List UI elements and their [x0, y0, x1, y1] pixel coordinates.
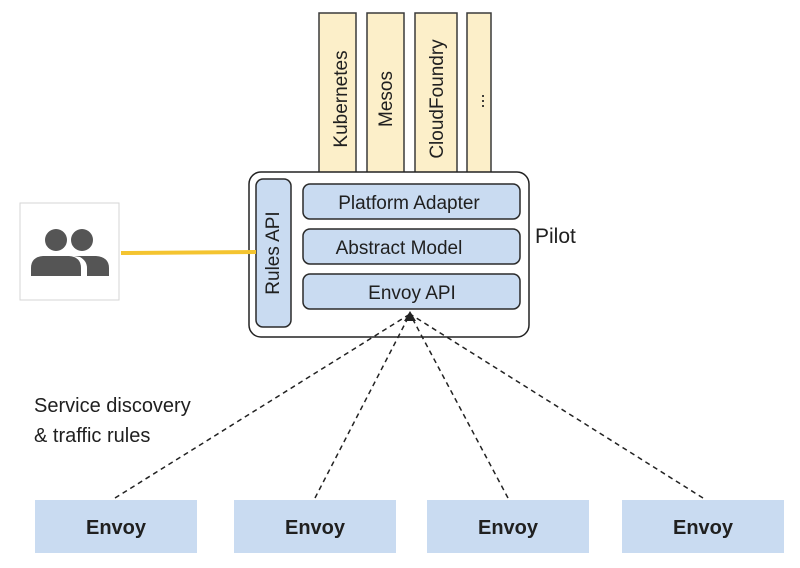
- connection-envoy-1: [114, 313, 411, 499]
- pilot-label: Pilot: [535, 225, 576, 248]
- envoy-box-1: [35, 500, 197, 553]
- arrowhead-icon: [404, 311, 416, 321]
- discovery-connections: [114, 313, 704, 499]
- rules-api-label: Rules API: [263, 211, 284, 294]
- platform-kubernetes-label: Kubernetes: [331, 50, 352, 147]
- platform-more: ...: [466, 12, 492, 186]
- envoy-box-4: [622, 500, 784, 553]
- annotation-line-1: Service discovery: [34, 395, 191, 417]
- platform-more-box: [466, 12, 492, 186]
- platform-more-label: ...: [468, 93, 488, 108]
- platform-kubernetes: Kubernetes: [318, 12, 357, 186]
- annotation-line-2: & traffic rules: [34, 425, 150, 447]
- platform-adapters-group: Kubernetes Mesos CloudFoundry ...: [318, 12, 492, 186]
- users-card-background: [19, 202, 120, 301]
- envoy-api-label: Envoy API: [368, 283, 456, 304]
- envoy-proxies: Envoy Envoy Envoy Envoy: [35, 500, 784, 553]
- envoy-label-4: Envoy: [673, 517, 734, 539]
- people-group-icon: [31, 229, 109, 276]
- platform-adapter-label: Platform Adapter: [338, 193, 480, 214]
- connection-envoy-2: [314, 313, 411, 499]
- platform-mesos-box: [366, 12, 405, 186]
- envoy-label-2: Envoy: [285, 517, 346, 539]
- platform-mesos-label: Mesos: [376, 71, 397, 127]
- envoy-label-1: Envoy: [86, 517, 147, 539]
- connection-envoy-4: [409, 313, 704, 499]
- platform-kubernetes-box: [318, 12, 357, 186]
- users-icon-card: [19, 202, 120, 301]
- abstract-model-label: Abstract Model: [336, 238, 463, 259]
- connection-envoy-3: [409, 313, 509, 499]
- platform-cloudfoundry: CloudFoundry: [414, 12, 458, 186]
- platform-mesos: Mesos: [366, 12, 405, 186]
- envoy-label-3: Envoy: [478, 517, 539, 539]
- envoy-api-layer: [302, 273, 521, 310]
- platform-adapter-layer: [302, 183, 521, 220]
- users-to-rules-connector: [120, 250, 257, 255]
- envoy-box-3: [427, 500, 589, 553]
- abstract-model-layer: [302, 228, 521, 265]
- envoy-box-2: [234, 500, 396, 553]
- platform-cloudfoundry-label: CloudFoundry: [427, 39, 448, 159]
